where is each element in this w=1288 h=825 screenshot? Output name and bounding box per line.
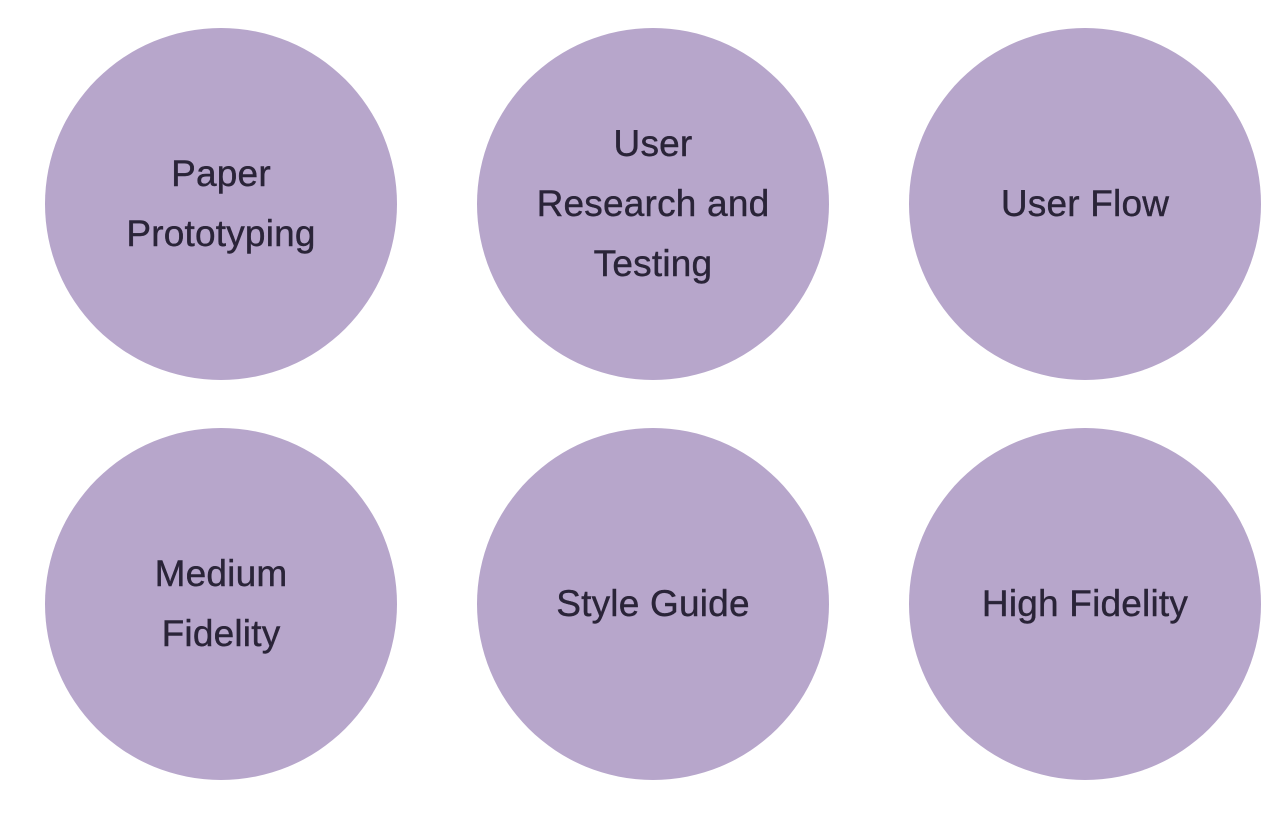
node-label: Paper Prototyping [126, 153, 316, 254]
node-label: User Flow [1000, 183, 1170, 224]
node-user-flow: User Flow [909, 28, 1261, 380]
node-paper-prototyping: Paper Prototyping [45, 28, 397, 380]
node-label: High Fidelity [981, 583, 1189, 624]
node-label: Style Guide [556, 583, 750, 624]
node-medium-fidelity: Medium Fidelity [45, 428, 397, 780]
node-style-guide: Style Guide [477, 428, 829, 780]
node-high-fidelity: High Fidelity [909, 428, 1261, 780]
node-label: User Research and Testing [536, 123, 770, 284]
node-user-research-and-testing: User Research and Testing [477, 28, 829, 380]
node-label: Medium Fidelity [154, 553, 288, 654]
design-process-diagram: Paper Prototyping User Research and Test… [45, 28, 1261, 780]
